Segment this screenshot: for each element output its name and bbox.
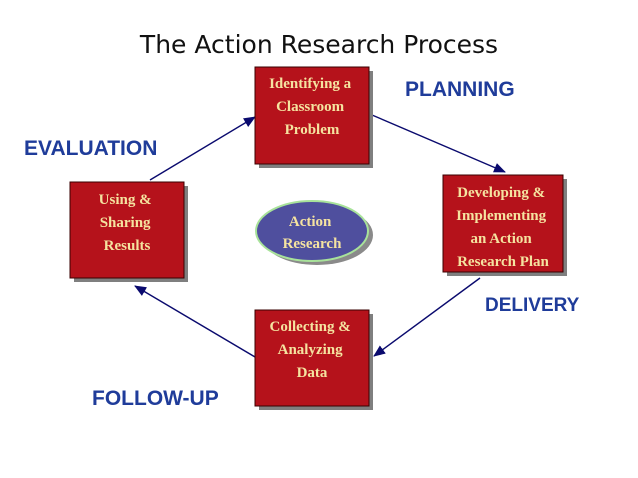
phase-delivery-label: DELIVERY	[485, 295, 580, 316]
phase-planning-label: PLANNING	[405, 78, 515, 101]
phase-follow-up-label: FOLLOW-UP	[92, 387, 219, 410]
step-identifying-line: Identifying a	[269, 76, 352, 92]
step-collecting-line: Collecting &	[270, 319, 351, 335]
svg-text:Action Research: Action Research	[283, 214, 343, 252]
step-collecting-box: Collecting & Analyzing Data	[254, 309, 373, 410]
step-collecting-line: Data	[297, 365, 328, 381]
arrow-using-to-identifying	[149, 116, 256, 181]
step-identifying-line: Problem	[285, 122, 340, 138]
arrow-developing-to-collecting	[373, 277, 481, 357]
step-using-line: Sharing	[100, 215, 151, 231]
svg-text:Collecting & Analyzing: Collecting & Analyzing Data	[270, 319, 355, 381]
step-developing-line: an Action	[470, 231, 532, 247]
step-developing-box: Developing & Implementing an Action Rese…	[442, 174, 567, 276]
diagram-title: The Action Research Process	[139, 30, 498, 59]
arrow-identifying-to-developing	[371, 114, 506, 173]
step-developing-line: Implementing	[456, 208, 547, 224]
step-identifying-line: Classroom	[276, 99, 345, 115]
step-developing-line: Research Plan	[457, 254, 549, 270]
svg-text:Identifying a Classroom: Identifying a Classroom Problem	[269, 76, 355, 138]
step-using-line: Using &	[99, 192, 152, 208]
center-oval-line: Action	[289, 214, 332, 230]
arrow-collecting-to-using	[134, 285, 256, 358]
step-using-box: Using & Sharing Results	[69, 181, 188, 282]
phase-evaluation-label: EVALUATION	[24, 137, 157, 160]
step-collecting-line: Analyzing	[278, 342, 344, 358]
step-using-line: Results	[104, 238, 151, 254]
step-developing-line: Developing &	[457, 185, 545, 201]
svg-text:Developing & Implementin: Developing & Implementing an Action Rese…	[456, 185, 550, 270]
center-oval: Action Research	[255, 200, 373, 265]
step-identifying-box: Identifying a Classroom Problem	[254, 66, 373, 168]
svg-text:Using & Sharing Re: Using & Sharing Results	[99, 192, 156, 254]
center-oval-line: Research	[283, 236, 343, 252]
